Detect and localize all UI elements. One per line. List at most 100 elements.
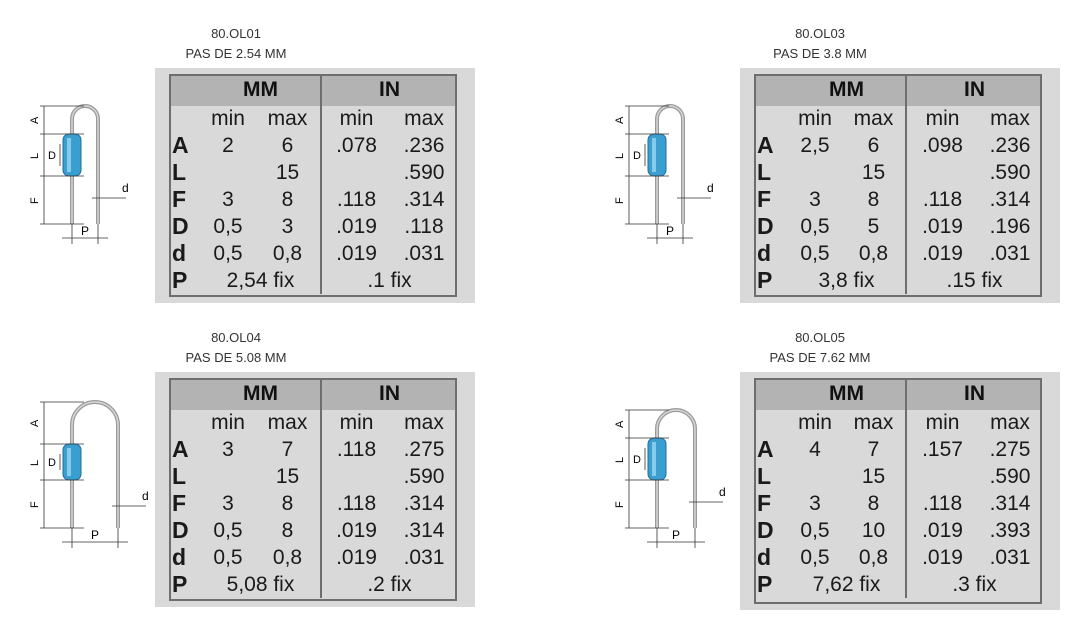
mm-max: 0,8 [272,241,303,265]
mm-max: 5 [867,214,880,238]
svg-text:D: D [633,150,641,162]
row-label: L [757,463,772,489]
mm-min: 3 [222,491,234,515]
in-fix: .2 fix [320,571,457,598]
in-max: .275 [403,437,445,461]
mm-min: 3 [222,437,234,461]
mm-min [201,463,255,490]
svg-text:L: L [29,460,41,466]
pitch-label: PAS DE 5.08 MM [185,350,287,365]
in-max: .590 [989,464,1031,488]
header-mm: MM [788,74,906,106]
part-caption: 80.OL05 PAS DE 7.62 MM [750,328,890,368]
resistor-body [647,437,667,481]
in-min [905,463,978,490]
row-label: D [757,517,774,543]
part-code: 80.OL01 [211,26,261,41]
svg-text:d: d [142,489,149,503]
header-mm: MM [201,74,321,106]
row-label: d [172,240,187,266]
in-fix: .3 fix [905,571,1042,598]
sub-mm-max: max [267,107,308,130]
mm-min: 4 [809,437,821,461]
mm-max: 15 [861,464,886,488]
mm-fix: 5,08 fix [226,572,295,596]
in-max: .590 [989,160,1031,184]
sub-mm-max: max [853,411,894,434]
mm-fix: 3,8 fix [818,268,875,292]
header-in: IN [905,74,1042,106]
mm-max: 6 [281,133,294,157]
row-label: P [757,571,773,597]
part-caption: 80.OL03 PAS DE 3.8 MM [750,24,890,64]
mm-fix: 7,62 fix [812,572,881,596]
svg-text:d: d [719,485,726,499]
sub-mm-max: max [853,107,894,130]
mm-max: 7 [281,437,294,461]
mm-max: 15 [275,160,300,184]
row-label: F [757,490,772,516]
mm-max: 8 [281,518,294,542]
row-label: P [172,571,188,597]
in-min: .019 [905,213,978,240]
in-min: .098 [905,132,978,159]
mm-max: 8 [281,187,294,211]
sub-in-min: min [905,410,978,436]
in-max: .275 [989,437,1031,461]
sub-mm-max: max [267,411,308,434]
mm-max: 6 [867,133,880,157]
sub-mm-min: min [211,107,245,130]
mm-min: 3 [222,187,234,211]
in-min [905,159,978,186]
mm-max: 8 [281,491,294,515]
in-min: .118 [320,186,391,213]
spec-row-L: L 15 .590 [754,463,1042,490]
mm-min [788,159,842,186]
mm-min: 0,5 [213,241,243,265]
row-label: d [172,544,187,570]
in-max: .118 [404,214,444,238]
in-max: .196 [989,214,1031,238]
header-mm: MM [788,378,906,410]
svg-text:P: P [81,224,89,238]
row-label: L [172,463,187,489]
part-caption: 80.OL04 PAS DE 5.08 MM [166,328,306,368]
mm-min: 0,5 [800,545,830,569]
spec-row-P: P 7,62 fix .3 fix [754,571,1042,598]
in-max: .031 [403,545,445,569]
sub-in-max: max [404,411,444,434]
row-label: L [172,159,187,185]
mm-min [788,463,842,490]
in-min: .019 [905,544,978,571]
pitch-label: PAS DE 2.54 MM [185,46,287,61]
mm-min: 2,5 [800,133,830,157]
resistor-body [62,443,82,481]
mm-max: 0,8 [858,241,889,265]
row-label: d [757,240,772,266]
in-min: .019 [905,517,978,544]
row-label: D [172,517,189,543]
header-in: IN [905,378,1042,410]
in-min: .019 [320,240,391,267]
sub-in-max: max [990,411,1030,434]
mm-max: 8 [867,491,880,515]
row-label: P [172,267,188,293]
in-fix: .15 fix [905,267,1042,294]
in-max: .393 [989,518,1031,542]
sub-in-max: max [404,107,444,130]
svg-text:A: A [614,420,626,428]
in-min: .118 [320,490,391,517]
svg-text:L: L [29,153,41,159]
part-caption: 80.OL01 PAS DE 2.54 MM [166,24,306,64]
